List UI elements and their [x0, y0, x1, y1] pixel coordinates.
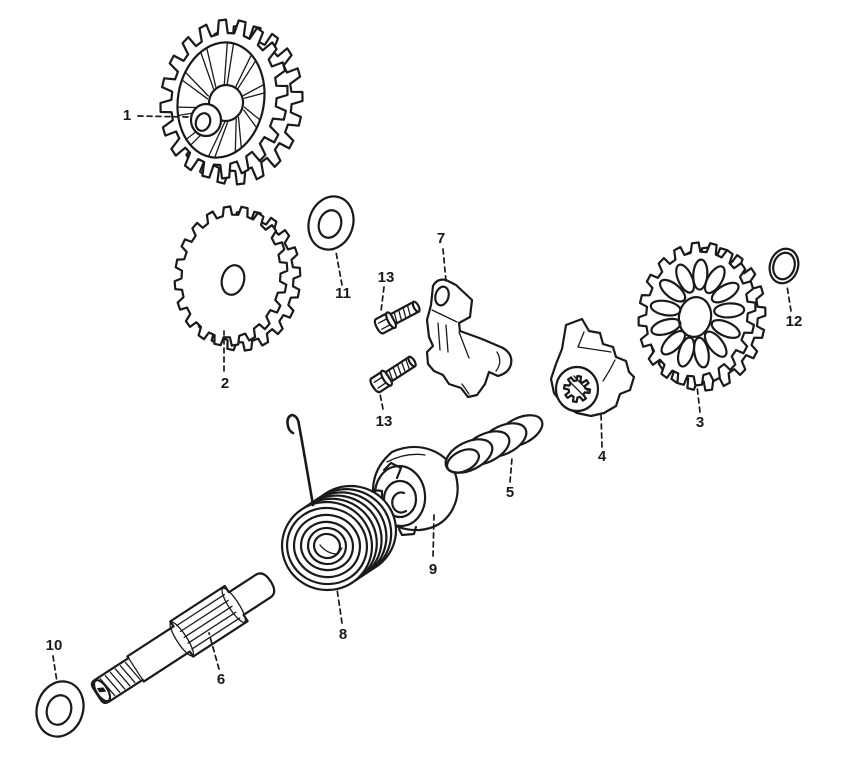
leader-part-10	[52, 655, 58, 683]
leader-part-1	[137, 115, 189, 118]
part-7-stopper-bracket	[425, 278, 513, 399]
leader-part-5	[509, 457, 513, 483]
parts-artwork	[35, 18, 800, 738]
part-label-1: 1	[123, 107, 131, 124]
part-13-bolt-upper	[373, 300, 421, 335]
part-1-spoked-gear	[159, 18, 304, 186]
part-label-13-lower: 13	[376, 413, 393, 430]
part-label-2: 2	[221, 375, 229, 392]
part-label-13-upper: 13	[378, 269, 395, 286]
leader-lines	[52, 115, 792, 683]
part-8-return-spring-coil	[280, 413, 398, 592]
part-10-washer	[35, 680, 85, 738]
leader-part-13-lower	[379, 393, 384, 410]
part-label-8: 8	[339, 626, 347, 643]
part-label-7: 7	[437, 230, 445, 247]
part-3-slotted-gear	[637, 241, 767, 392]
leader-part-3	[696, 385, 701, 413]
leader-part-9	[432, 514, 435, 559]
part-label-6: 6	[217, 671, 225, 688]
part-4-ratchet-pawl	[549, 317, 636, 418]
leader-part-8	[336, 588, 343, 624]
part-label-9: 9	[429, 561, 437, 578]
leader-part-7	[442, 248, 447, 282]
part-12-washer	[768, 247, 800, 285]
part-6-kickstart-shaft	[90, 572, 276, 705]
part-labels: 1 2 3 4 5 6 7 8 9 10 11 12 13 13	[46, 107, 803, 688]
part-11-washer	[307, 195, 355, 251]
leader-part-12	[786, 285, 792, 312]
part-label-3: 3	[696, 414, 704, 431]
leader-part-13-upper	[380, 286, 385, 312]
part-label-5: 5	[506, 484, 514, 501]
part-5-small-spring	[444, 414, 544, 474]
part-label-4: 4	[598, 448, 607, 465]
leader-part-4	[600, 412, 603, 448]
part-13-bolt-lower	[369, 355, 417, 394]
part-2-flat-gear	[173, 205, 302, 352]
part-label-10: 10	[46, 637, 63, 654]
part-label-12: 12	[786, 313, 803, 330]
leader-part-11	[335, 251, 343, 286]
part-label-11: 11	[335, 285, 351, 302]
leader-part-6	[208, 632, 220, 670]
